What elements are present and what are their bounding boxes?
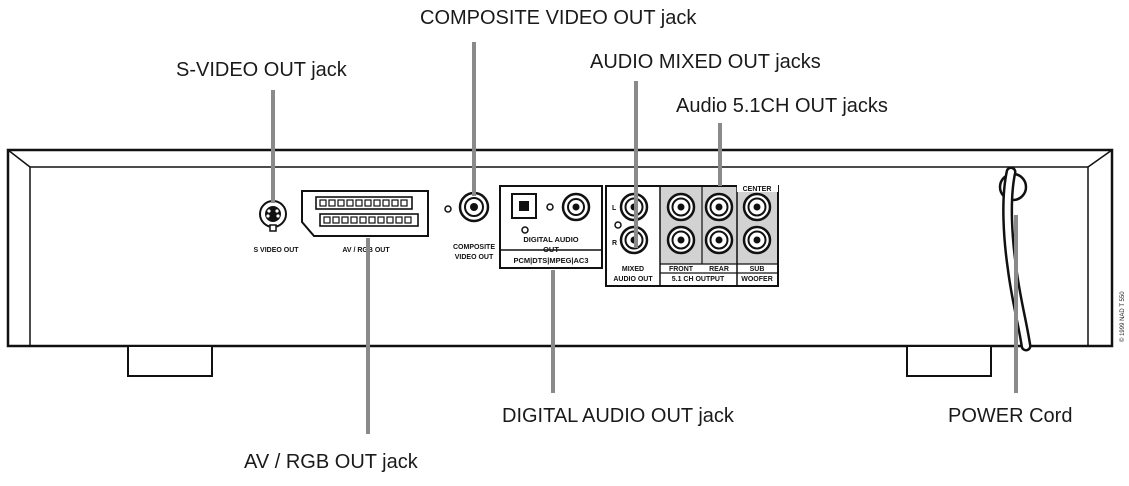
label-composite-line2: VIDEO OUT xyxy=(455,254,494,261)
audio-output-block: L R MIXED AUDIO OUT FRONT REAR 5.1 CH OU… xyxy=(605,184,779,287)
scart-pin xyxy=(404,216,412,224)
copyright-note: © 1999 NAD T 550 xyxy=(1119,291,1126,342)
scart-pin xyxy=(395,216,403,224)
scart-pin xyxy=(341,216,349,224)
s-video-jack: S VIDEO OUT xyxy=(253,200,299,254)
right-foot xyxy=(906,345,992,377)
label-front: FRONT xyxy=(669,266,694,273)
callout-digital-audio-out: DIGITAL AUDIO OUT jack xyxy=(502,405,734,427)
chassis xyxy=(6,148,1114,377)
left-marker: L xyxy=(612,205,617,212)
label-sub-line2: WOOFER xyxy=(741,276,773,283)
composite-video-jack: COMPOSITE VIDEO OUT xyxy=(444,191,495,261)
rca-jack xyxy=(666,192,696,222)
power-cord xyxy=(998,166,1032,352)
label-51-output: 5.1 CH OUTPUT xyxy=(672,276,725,283)
callout-audio-mixed-out: AUDIO MIXED OUT jacks xyxy=(590,51,821,73)
scart-pin xyxy=(350,216,358,224)
leader-lines xyxy=(271,42,1018,434)
scart-pins xyxy=(319,199,412,224)
label-digital-line1: DIGITAL AUDIO xyxy=(523,235,578,244)
scart-pin xyxy=(377,216,385,224)
scart-pin xyxy=(355,199,363,207)
scart-pin xyxy=(368,216,376,224)
av-rgb-connector: AV / RGB OUT xyxy=(301,190,429,254)
label-mixed-line1: MIXED xyxy=(622,266,644,273)
scart-pin xyxy=(373,199,381,207)
scart-pin xyxy=(364,199,372,207)
label-composite-line1: COMPOSITE xyxy=(453,244,495,251)
right-marker: R xyxy=(612,240,617,247)
rca-jack xyxy=(704,225,734,255)
label-center: CENTER xyxy=(743,186,772,193)
label-rear: REAR xyxy=(709,266,729,273)
callout-power-cord: POWER Cord xyxy=(948,405,1073,427)
scart-pin xyxy=(400,199,408,207)
callout-audio-51ch-out: Audio 5.1CH OUT jacks xyxy=(676,95,888,117)
scart-pin xyxy=(332,216,340,224)
scart-pin xyxy=(337,199,345,207)
label-digital-formats: PCM|DTS|MPEG|AC3 xyxy=(513,256,588,265)
rca-jack xyxy=(666,225,696,255)
scart-pin xyxy=(359,216,367,224)
label-mixed-line2: AUDIO OUT xyxy=(613,276,653,283)
scart-pin xyxy=(386,216,394,224)
digital-audio-block: DIGITAL AUDIO OUT PCM|DTS|MPEG|AC3 xyxy=(499,185,603,269)
label-digital-line2: OUT xyxy=(543,245,559,254)
scart-pin xyxy=(323,216,331,224)
rca-jacks xyxy=(619,192,772,255)
callout-composite-video-out: COMPOSITE VIDEO OUT jack xyxy=(420,7,697,29)
chassis-inner-panel xyxy=(29,166,1089,347)
scart-pin xyxy=(382,199,390,207)
label-sub-line1: SUB xyxy=(750,266,765,273)
callout-av-rgb-out: AV / RGB OUT jack xyxy=(244,451,418,473)
scart-pin xyxy=(328,199,336,207)
rca-jack xyxy=(704,192,734,222)
scart-pin xyxy=(391,199,399,207)
left-foot xyxy=(127,345,213,377)
scart-pin xyxy=(346,199,354,207)
label-s-video-out: S VIDEO OUT xyxy=(253,247,299,254)
scart-pin xyxy=(319,199,327,207)
rca-jack xyxy=(742,225,772,255)
callout-s-video-out: S-VIDEO OUT jack xyxy=(176,59,347,81)
rca-jack xyxy=(742,192,772,222)
